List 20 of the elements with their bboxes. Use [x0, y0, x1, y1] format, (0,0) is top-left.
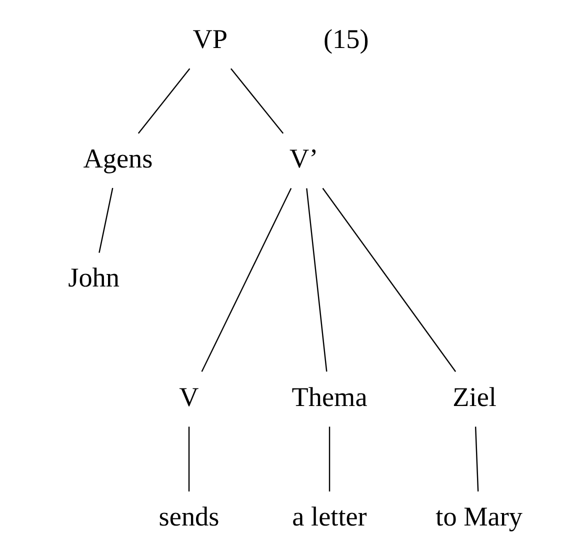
node-text: V	[179, 382, 199, 412]
node-text: to Mary	[436, 501, 523, 532]
node-text: VP	[192, 24, 228, 54]
connector	[474, 426, 479, 492]
connector	[188, 426, 190, 492]
connector	[138, 68, 190, 134]
label: (15)	[323, 24, 369, 54]
node-text: Ziel	[452, 382, 496, 412]
connector	[230, 68, 284, 134]
connector	[328, 426, 330, 492]
node-text: John	[68, 262, 120, 293]
connector	[306, 188, 328, 372]
connector	[98, 188, 114, 253]
connector	[201, 188, 292, 372]
node-text: V’	[289, 143, 318, 174]
node-text: sends	[158, 501, 220, 532]
node-text: a letter	[292, 501, 367, 532]
node-text: Agens	[83, 143, 153, 174]
connector	[322, 188, 456, 372]
node-text: Thema	[292, 382, 368, 412]
